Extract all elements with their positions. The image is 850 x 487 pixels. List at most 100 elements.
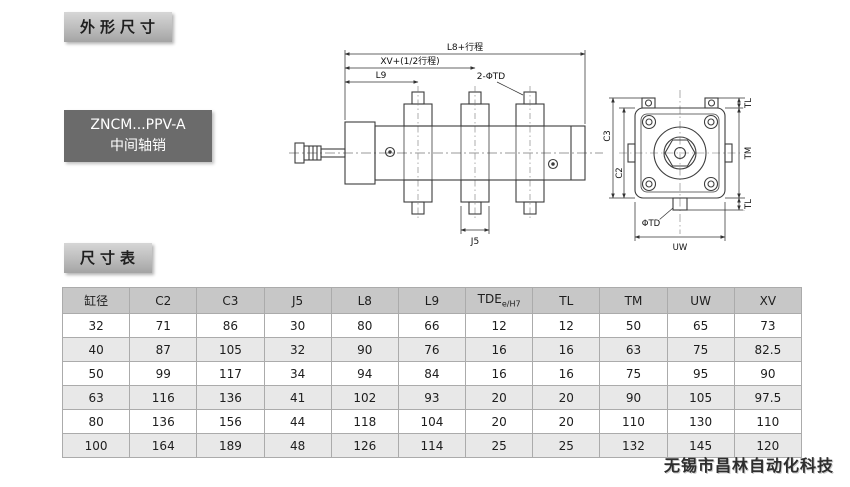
table-cell: 40 xyxy=(61,337,131,362)
table-cell: 20 xyxy=(465,409,534,434)
table-cell: 110 xyxy=(733,409,803,434)
table-cell: 12 xyxy=(465,313,534,338)
table-cell: 50 xyxy=(599,313,668,338)
table-cell: 189 xyxy=(196,433,265,458)
table-cell: 16 xyxy=(532,361,601,386)
table-cell: 136 xyxy=(129,409,198,434)
table-cell: 76 xyxy=(397,337,467,362)
table-cell: 80 xyxy=(330,313,399,338)
table-cell: 20 xyxy=(532,385,601,410)
table-cell: 32 xyxy=(263,337,332,362)
model-mount-type: 中间轴销 xyxy=(110,138,166,154)
side-view-dimensions xyxy=(344,50,586,234)
table-cell: 71 xyxy=(129,313,198,338)
table-cell: 82.5 xyxy=(733,337,803,362)
dim-label-xv-half-stroke: XV+(1/2行程) xyxy=(380,55,439,67)
trunnion-pin xyxy=(403,86,433,220)
dim-label-l9: L9 xyxy=(376,71,387,81)
table-cell: 156 xyxy=(196,409,265,434)
dim-label-j5: J5 xyxy=(470,237,479,247)
dim-label-c3: C3 xyxy=(603,130,613,141)
table-cell: 105 xyxy=(666,385,735,410)
table-cell: 50 xyxy=(61,361,131,386)
column-header: TM xyxy=(599,287,668,314)
table-cell: 25 xyxy=(465,433,534,458)
table-cell: 66 xyxy=(397,313,467,338)
table-cell: 136 xyxy=(196,385,265,410)
table-cell: 63 xyxy=(599,337,668,362)
table-cell: 90 xyxy=(733,361,803,386)
table-cell: 84 xyxy=(397,361,467,386)
table-cell: 126 xyxy=(330,433,399,458)
table-cell: 75 xyxy=(599,361,668,386)
dim-label-l8-stroke: L8+行程 xyxy=(447,41,483,53)
table-cell: 102 xyxy=(330,385,399,410)
table-cell: 80 xyxy=(61,409,131,434)
table-cell: 87 xyxy=(129,337,198,362)
dim-label-td: ΦTD xyxy=(642,219,661,229)
table-cell: 99 xyxy=(129,361,198,386)
table-cell: 16 xyxy=(465,361,534,386)
model-series: ZNCM...PPV-A xyxy=(90,117,186,133)
column-header: C3 xyxy=(196,287,265,314)
column-header: L8 xyxy=(330,287,399,314)
table-cell: 48 xyxy=(263,433,332,458)
column-header: 缸径 xyxy=(61,287,131,314)
column-header: TL xyxy=(532,287,601,314)
dim-label-tl-top: TL xyxy=(744,98,754,109)
dim-label-c2: C2 xyxy=(615,167,625,178)
dim-label-tm: TM xyxy=(744,147,754,161)
dim-label-2-td: 2-ΦTD xyxy=(477,72,506,82)
side-view: L8+行程 XV+(1/2行程) L9 2-ΦTD J5 xyxy=(289,40,603,248)
dim-label-tl-bottom: TL xyxy=(744,199,754,210)
column-header: TDEe/H7 xyxy=(465,287,534,314)
column-header: XV xyxy=(733,287,803,314)
end-view: C3 C2 TL TM TL ΦTD UW xyxy=(602,90,755,254)
table-cell: 117 xyxy=(196,361,265,386)
table-cell: 30 xyxy=(263,313,332,338)
column-header: J5 xyxy=(263,287,332,314)
table-cell: 132 xyxy=(599,433,668,458)
column-header: C2 xyxy=(129,287,198,314)
table-cell: 44 xyxy=(263,409,332,434)
end-cap xyxy=(627,97,733,211)
table-cell: 95 xyxy=(666,361,735,386)
table-cell: 118 xyxy=(330,409,399,434)
table-cell: 105 xyxy=(196,337,265,362)
table-cell: 25 xyxy=(532,433,601,458)
section-title-table: 尺寸表 xyxy=(64,243,153,273)
table-cell: 41 xyxy=(263,385,332,410)
table-cell: 90 xyxy=(599,385,668,410)
table-cell: 145 xyxy=(666,433,735,458)
table-cell: 73 xyxy=(733,313,803,338)
table-cell: 32 xyxy=(61,313,131,338)
table-cell: 120 xyxy=(733,433,803,458)
table-cell: 16 xyxy=(465,337,534,362)
watermark: 无锡市昌林自动化科技 xyxy=(663,456,834,475)
table-cell: 100 xyxy=(61,433,131,458)
table-cell: 20 xyxy=(532,409,601,434)
table-cell: 130 xyxy=(666,409,735,434)
table-cell: 97.5 xyxy=(733,385,803,410)
table-cell: 164 xyxy=(129,433,198,458)
table-cell: 116 xyxy=(129,385,198,410)
table-cell: 16 xyxy=(532,337,601,362)
table-cell: 86 xyxy=(196,313,265,338)
section-title-outline: 外形尺寸 xyxy=(64,12,173,42)
end-view-dimensions xyxy=(609,97,745,241)
table-cell: 34 xyxy=(263,361,332,386)
technical-drawing: L8+行程 XV+(1/2行程) L9 2-ΦTD J5 xyxy=(289,40,755,254)
table-cell: 114 xyxy=(397,433,467,458)
table-cell: 104 xyxy=(397,409,467,434)
table-cell: 65 xyxy=(666,313,735,338)
